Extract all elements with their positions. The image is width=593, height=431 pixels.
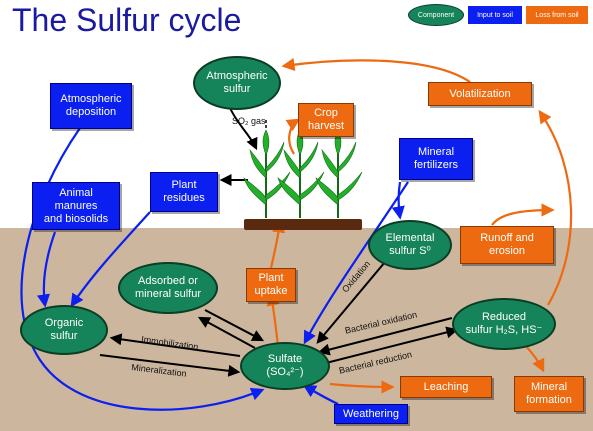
arrow-immobilization — [109, 333, 241, 357]
sulfate-node: Sulfate (SO₄²⁻) — [240, 342, 330, 390]
adsorbed-sulfur-label: Adsorbed or mineral sulfur — [134, 275, 202, 300]
leaching-box: Leaching — [400, 376, 492, 398]
corn-plants-icon — [243, 129, 363, 218]
organic-sulfur-node: Organic sulfur — [20, 305, 108, 355]
plant-residues-label: Plant residues — [163, 179, 205, 204]
arrow-adsorbed-to-sulfate — [204, 309, 265, 342]
legend-component: Component — [408, 4, 464, 26]
arrow-so2-gas — [229, 107, 258, 151]
arrow-mineral-fert-elemental — [391, 181, 405, 220]
arrow-sulfate-to-adsorbed — [197, 316, 256, 349]
crop-harvest-box: Crop harvest — [298, 103, 354, 137]
arrow-bacterial-oxidation — [317, 317, 453, 356]
atmospheric-sulfur-label: Atmospheric sulfur — [206, 70, 268, 95]
volatilization-label: Volatilization — [449, 87, 511, 100]
arrow-reduced-to-volatilization — [538, 109, 573, 306]
page-title: The Sulfur cycle — [12, 2, 242, 38]
runoff-erosion-box: Runoff and erosion — [460, 226, 554, 264]
arrow-bacterial-reduction — [321, 326, 459, 365]
elemental-sulfur-node: Elemental sulfur S⁰ — [368, 220, 452, 270]
crop-harvest-label: Crop harvest — [307, 107, 345, 132]
runoff-erosion-label: Runoff and erosion — [480, 232, 534, 257]
arrow-mineralization — [99, 354, 241, 377]
elemental-sulfur-label: Elemental sulfur S⁰ — [385, 232, 435, 257]
arrow-weathering — [302, 384, 339, 405]
soil-ground-bar — [244, 219, 362, 230]
plant-uptake-label: Plant uptake — [254, 272, 288, 297]
arrow-animal-manures — [36, 231, 57, 308]
arrow-mineral-fertilizers — [303, 181, 409, 345]
plant-residues-box: Plant residues — [150, 172, 218, 212]
arrow-oxidation — [316, 261, 386, 344]
atmospheric-deposition-label: Atmospheric deposition — [60, 93, 122, 118]
volatilization-box: Volatilization — [428, 82, 532, 106]
so2-gas-label: SO₂ gas — [232, 116, 266, 126]
leaching-label: Leaching — [423, 380, 469, 393]
atmospheric-deposition-box: Atmospheric deposition — [50, 83, 132, 129]
plant-uptake-box: Plant uptake — [246, 268, 296, 302]
animal-manures-label: Animal manures and biosolids — [43, 186, 109, 225]
arrow-runoff — [491, 203, 555, 226]
organic-sulfur-label: Organic sulfur — [44, 317, 84, 342]
sulfate-label: Sulfate (SO₄²⁻) — [266, 353, 304, 378]
arrow-leaching — [329, 380, 395, 394]
adsorbed-sulfur-node: Adsorbed or mineral sulfur — [118, 262, 218, 314]
legend-loss-label: Loss from soil — [535, 11, 579, 19]
arrow-sulfate-plant-uptake — [266, 292, 280, 347]
legend-input: Input to soil — [468, 6, 522, 24]
mineral-fertilizers-label: Mineral fertilizers — [413, 146, 458, 171]
atmospheric-sulfur-node: Atmospheric sulfur — [193, 56, 281, 110]
weathering-box: Weathering — [334, 404, 408, 424]
reduced-sulfur-label: Reduced sulfur H₂S, HS⁻ — [465, 311, 543, 336]
legend-component-label: Component — [417, 11, 455, 19]
mineral-fertilizers-box: Mineral fertilizers — [399, 138, 473, 180]
legend-loss: Loss from soil — [526, 6, 588, 24]
reduced-sulfur-node: Reduced sulfur H₂S, HS⁻ — [452, 298, 556, 350]
mineral-formation-label: Mineral formation — [526, 381, 572, 406]
arrow-crop-harvest — [285, 118, 301, 155]
arrow-volatilization-to-atmosphere — [281, 57, 471, 83]
weathering-label: Weathering — [342, 407, 400, 420]
animal-manures-box: Animal manures and biosolids — [32, 182, 120, 230]
legend-input-label: Input to soil — [477, 11, 513, 19]
mineral-formation-box: Mineral formation — [514, 376, 584, 412]
arrow-plant-residues — [70, 211, 151, 308]
